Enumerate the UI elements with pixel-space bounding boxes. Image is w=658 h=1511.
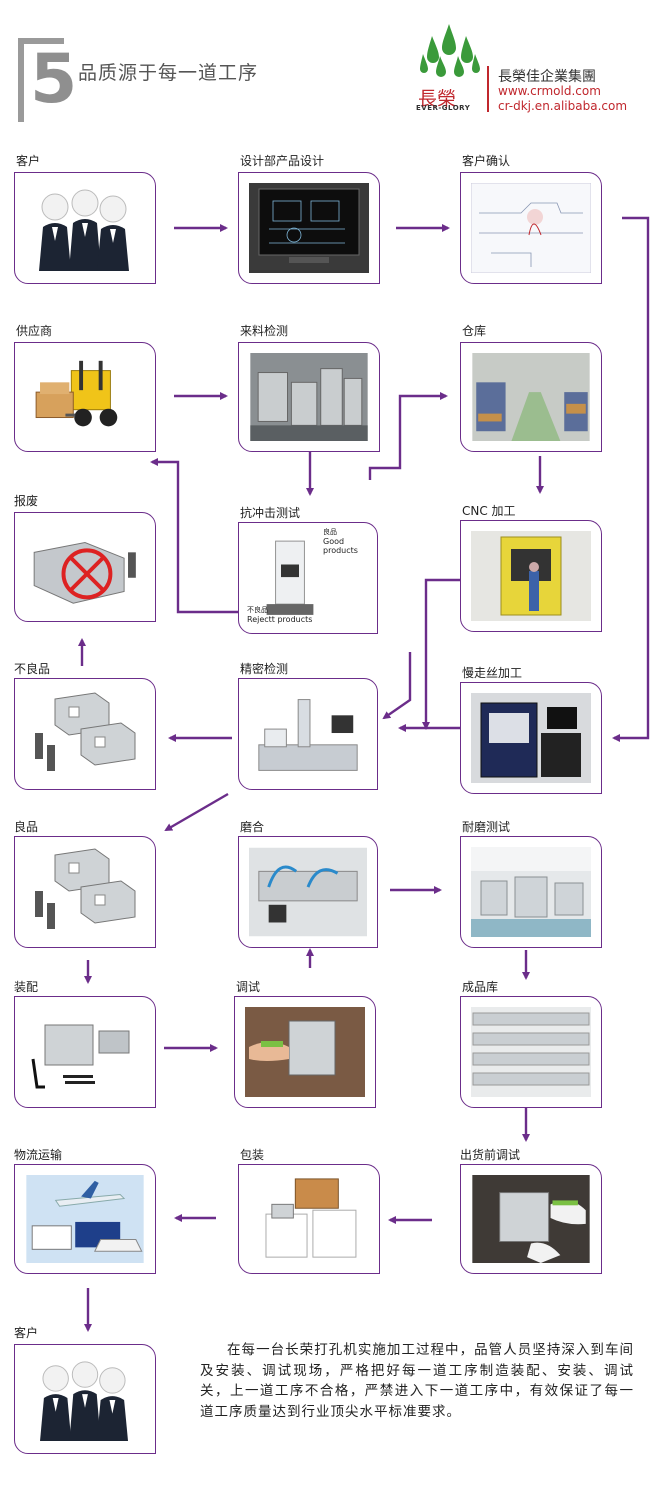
forklift-icon: [25, 353, 145, 441]
step-packing: [238, 1164, 380, 1274]
scrap-part-icon: [25, 523, 145, 611]
company-name: 長榮佳企業集團: [498, 69, 596, 85]
step-label-cnc: CNC 加工: [462, 504, 516, 518]
website-link[interactable]: www.crmold.com: [498, 84, 601, 98]
step-label-confirm: 客户确认: [462, 154, 511, 168]
warehouse-photo: [471, 353, 591, 441]
logo-english: EVER-GLORY: [416, 104, 471, 112]
logo-chinese: 長榮: [418, 88, 457, 110]
measuring-instrument-icon: [249, 689, 367, 779]
step-label-finished: 成品库: [462, 980, 499, 994]
cad-monitor-icon: [249, 183, 369, 273]
step-label-debug: 调试: [236, 980, 261, 994]
step-label-precision: 精密检测: [240, 662, 289, 676]
step-label-wear: 耐磨测试: [462, 820, 511, 834]
step-label-customer: 客户: [16, 154, 41, 168]
drawing-sheet-icon: [471, 183, 591, 273]
wire-edm-machine-photo: [471, 693, 591, 783]
reject-label-en: Rejectt products: [247, 615, 313, 624]
step-wear: [460, 836, 602, 948]
logo-drops-icon: [418, 22, 480, 86]
alibaba-link[interactable]: cr-dkj.en.alibaba.com: [498, 99, 628, 113]
number-bracket: [18, 38, 64, 122]
step-confirm: [460, 172, 602, 284]
step-debug: [234, 996, 376, 1108]
step-precision: [238, 678, 378, 790]
step-label-incoming: 来料检测: [240, 324, 289, 338]
step-predelivery: [460, 1164, 602, 1274]
step-label-warehouse: 仓库: [462, 324, 487, 338]
metal-blocks-photo: [249, 353, 369, 441]
step-label-supplier: 供应商: [16, 324, 53, 338]
step-label-packing: 包装: [240, 1148, 265, 1162]
step-impact: 良品 Good products 不良品 Rejectt products: [238, 522, 378, 634]
step-finished: [460, 996, 602, 1108]
step-logistics: [14, 1164, 156, 1274]
package-box-icon: [249, 1175, 369, 1263]
step-wire: [460, 682, 602, 794]
good-label-cn: 良品: [323, 528, 337, 536]
step-scrap: [14, 512, 156, 622]
business-people-icon: [25, 183, 145, 273]
cnc-machine-photo: [471, 531, 591, 621]
step-label-scrap: 报废: [14, 494, 39, 508]
logo-divider: [487, 66, 489, 112]
punch-press-icon: [263, 533, 317, 623]
good-label-en: Good products: [323, 537, 358, 555]
transport-icon: [25, 1175, 145, 1263]
step-label-predelivery: 出货前调试: [460, 1148, 521, 1162]
business-people-icon: [25, 1355, 145, 1443]
debug-hands-photo: [245, 1007, 365, 1097]
pneumatic-rig-icon: [249, 847, 367, 937]
step-label-lapping: 磨合: [240, 820, 265, 834]
step-label-impact: 抗冲击测试: [240, 506, 301, 520]
step-incoming: [238, 342, 380, 452]
step-defective: [14, 678, 156, 790]
predelivery-test-photo: [471, 1175, 591, 1263]
good-parts-icon: [25, 847, 145, 937]
reject-label-cn: 不良品: [247, 606, 268, 614]
step-cnc: [460, 520, 602, 632]
step-customer: [14, 172, 156, 284]
step-label-good: 良品: [14, 820, 39, 834]
step-design: [238, 172, 380, 284]
step-lapping: [238, 836, 378, 948]
step-good: [14, 836, 156, 948]
step-label-logistics: 物流运输: [14, 1148, 63, 1162]
step-label-defective: 不良品: [14, 662, 51, 676]
step-label-assembly: 装配: [14, 980, 39, 994]
step-label-design: 设计部产品设计: [240, 154, 325, 168]
step-label-wire: 慢走丝加工: [462, 666, 523, 680]
step-label-customer-final: 客户: [14, 1326, 39, 1340]
finished-goods-shelf-photo: [471, 1007, 591, 1097]
description-text: 在每一台长荣打孔机实施加工过程中，品管人员坚持深入到车间及安装、调试现场，严格把…: [200, 1342, 634, 1420]
step-assembly: [14, 996, 156, 1108]
step-warehouse: [460, 342, 602, 452]
test-lab-photo: [471, 847, 591, 937]
step-supplier: [14, 342, 156, 452]
step-customer-final: [14, 1344, 156, 1454]
assembly-parts-icon: [25, 1007, 145, 1097]
section-number: 5: [30, 40, 78, 119]
page-title: 品质源于每一道工序: [78, 62, 259, 84]
defective-parts-icon: [25, 689, 145, 779]
